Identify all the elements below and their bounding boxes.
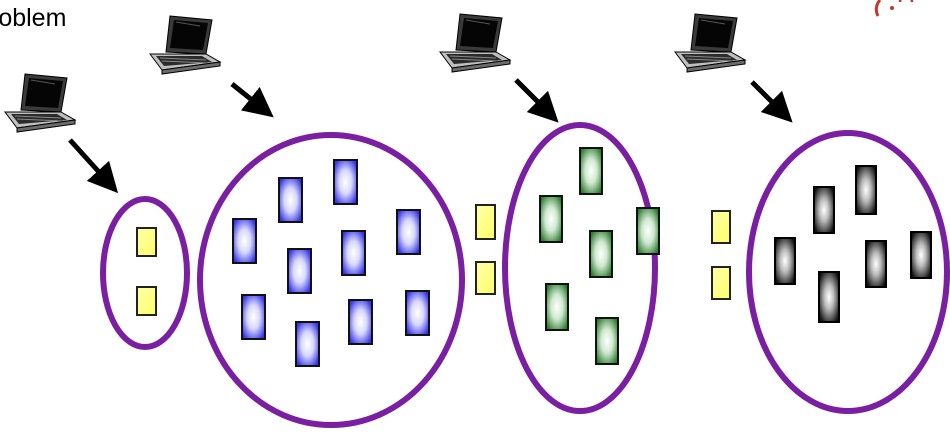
- black-node: [813, 186, 835, 234]
- blue-node: [405, 290, 430, 336]
- black-cluster-outline: [746, 130, 950, 414]
- black-node: [910, 231, 932, 279]
- blue-node: [232, 218, 257, 264]
- laptop-icon: [674, 13, 746, 73]
- green-node: [579, 147, 603, 195]
- green-node: [539, 195, 563, 243]
- link-node: [711, 210, 731, 244]
- black-node: [865, 240, 887, 288]
- arrow-to-black-cluster: [750, 80, 793, 123]
- blue-node: [287, 248, 312, 294]
- arrow-to-client-cluster: [68, 138, 119, 194]
- laptop-icon: [439, 13, 511, 73]
- blue-node: [348, 299, 373, 345]
- black-node: [855, 165, 877, 215]
- link-node: [475, 261, 496, 295]
- blue-node: [396, 209, 421, 255]
- blue-node: [333, 159, 358, 205]
- client-node: [136, 286, 157, 316]
- client-cluster-outline: [100, 196, 190, 350]
- green-node: [589, 230, 613, 278]
- black-node: [818, 271, 840, 323]
- green-cluster-outline: [502, 122, 658, 414]
- laptop-icon: [4, 73, 76, 133]
- green-node: [595, 317, 619, 365]
- laptop-icon: [149, 15, 221, 75]
- green-node: [545, 283, 569, 331]
- black-node: [774, 237, 796, 285]
- blue-node: [241, 294, 266, 340]
- blue-node: [295, 321, 320, 367]
- link-node: [475, 204, 496, 240]
- arrow-to-green-cluster: [514, 78, 559, 123]
- link-node: [711, 266, 731, 300]
- green-node: [636, 207, 660, 255]
- blue-node: [278, 177, 303, 223]
- blue-cluster-outline: [197, 132, 465, 428]
- blue-node: [341, 230, 366, 276]
- client-node: [136, 227, 157, 257]
- corner-logo: [874, 0, 914, 17]
- slide-title-fragment: roblem: [0, 4, 67, 32]
- arrow-to-blue-cluster: [230, 82, 274, 118]
